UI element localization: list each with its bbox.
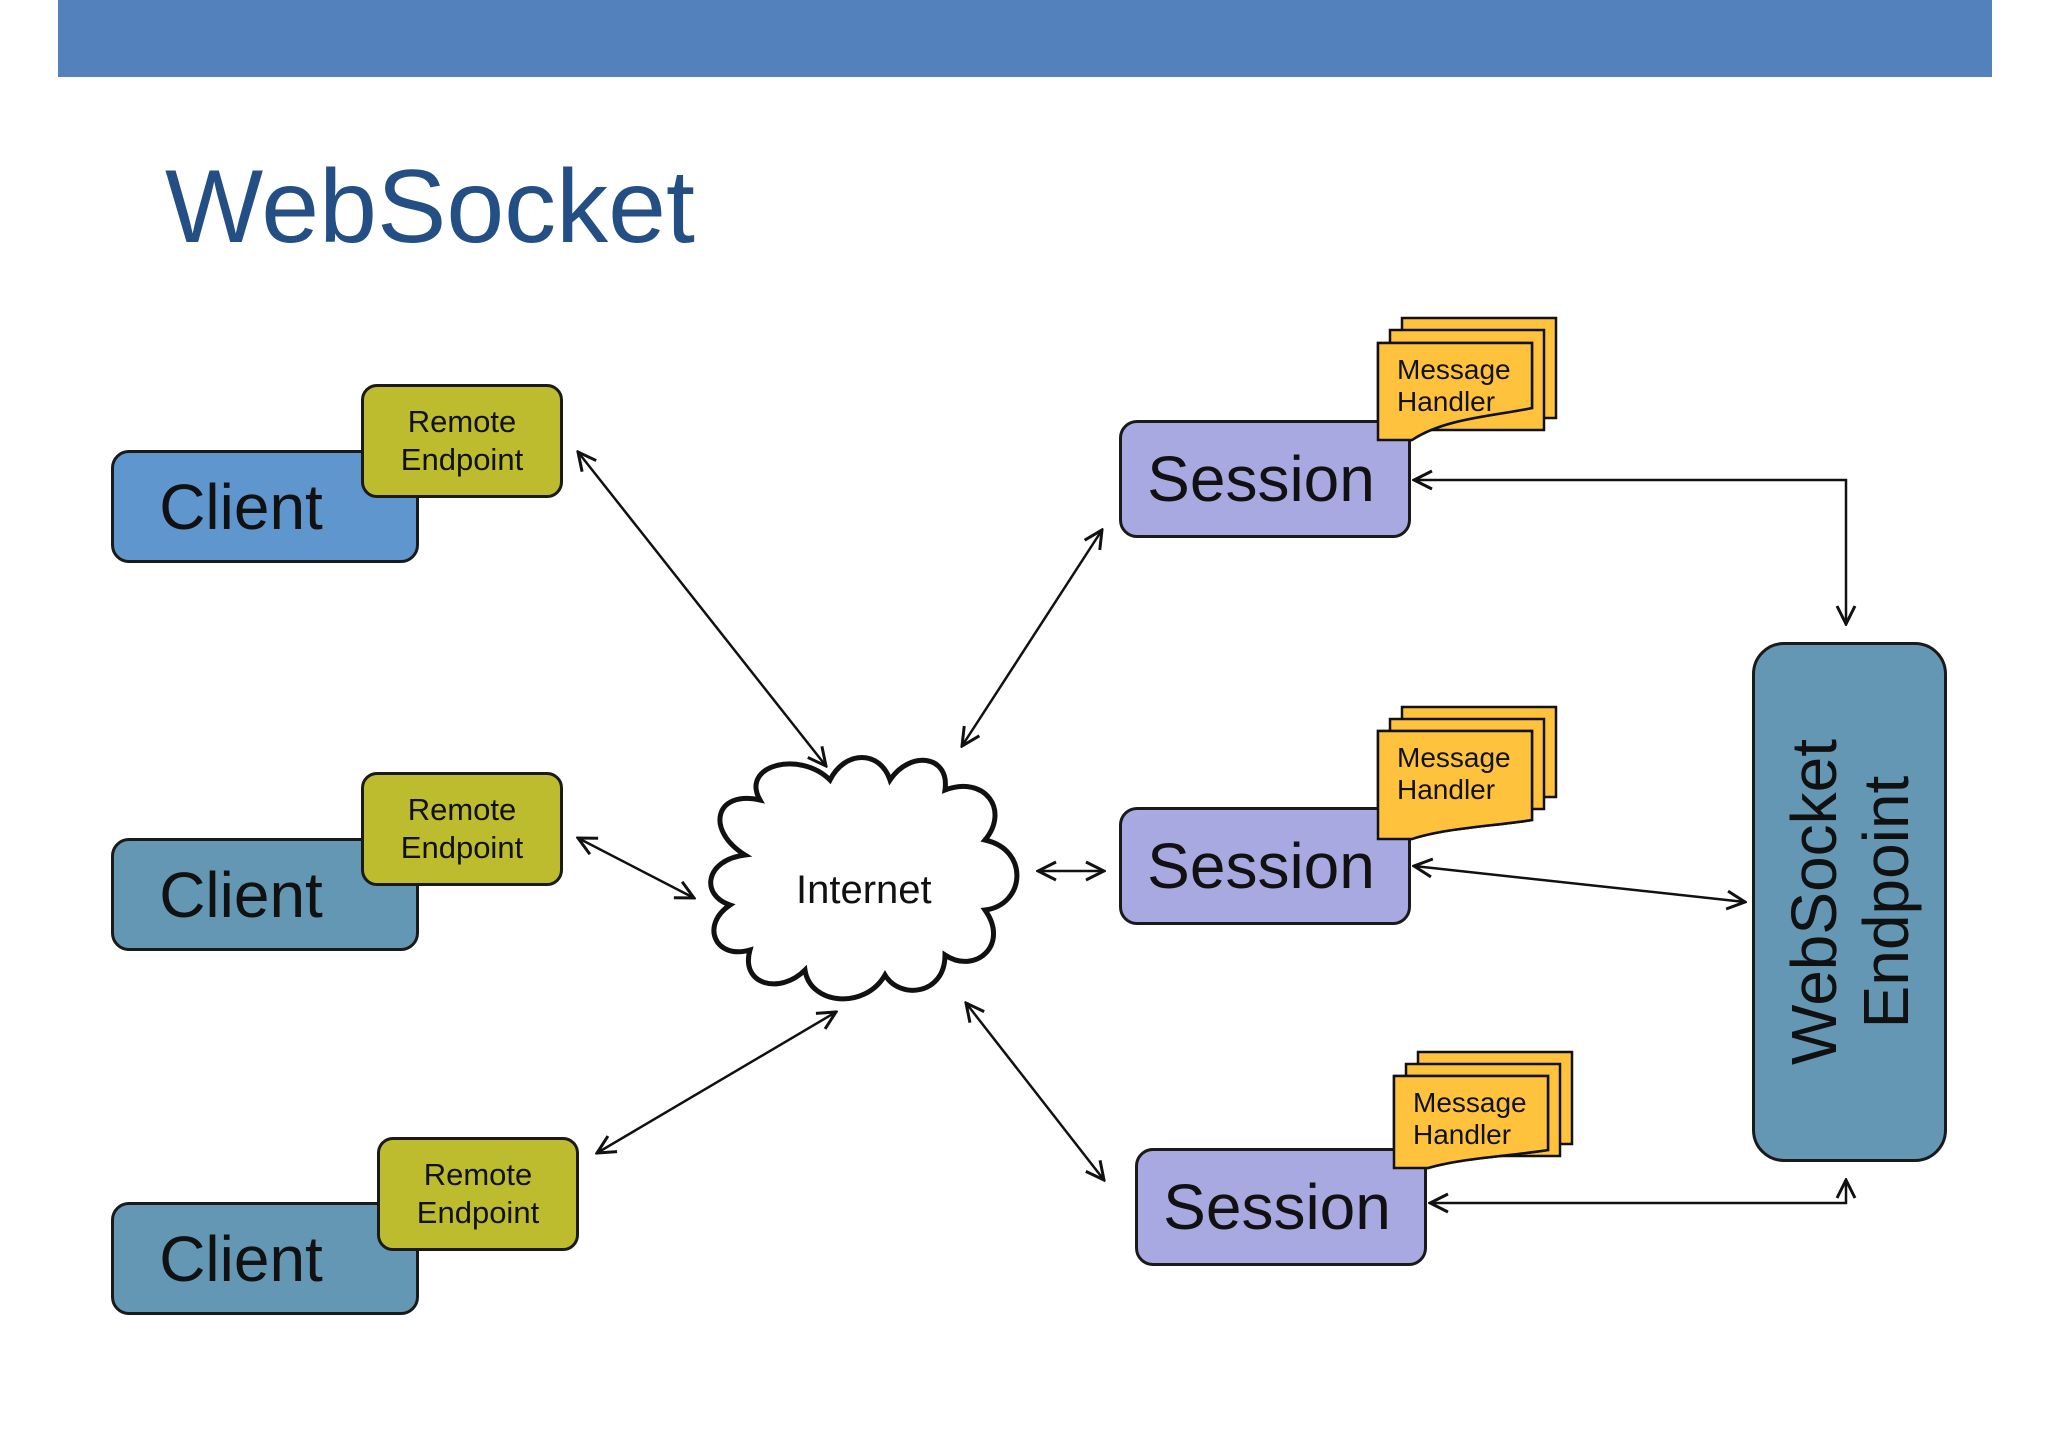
slide-title: WebSocket [165,149,695,265]
client-label: Client [159,470,323,543]
arrow-client1-internet [578,452,826,766]
client-3: Client [111,1202,419,1315]
handler-label-line: Handler [1397,774,1496,805]
message-handler-1-label: Message Handler [1397,354,1511,418]
handler-label-line: Message [1397,354,1511,385]
remote-endpoint-label-line: Endpoint [400,830,524,865]
remote-endpoint-label-line: Remote [407,792,517,827]
handler-label-line: Handler [1413,1119,1512,1150]
remote-endpoint-label-line: Remote [423,1157,533,1192]
header-bar [58,0,1992,77]
message-handler-2-label: Message Handler [1397,742,1511,806]
session-3: Session [1135,1148,1427,1266]
connector-session2-endpoint [1414,866,1745,902]
internet-label: Internet [796,868,932,912]
internet-cloud [708,755,1020,1002]
session-label: Session [1163,1171,1391,1243]
handler-label-line: Handler [1397,386,1496,417]
arrow-client2-internet [578,838,694,898]
arrow-internet-session1 [962,530,1102,746]
websocket-endpoint: WebSocket Endpoint [1752,642,1947,1162]
message-handler-3-label: Message Handler [1413,1087,1527,1151]
remote-endpoint-3: Remote Endpoint [377,1137,579,1251]
handler-label-line: Message [1413,1087,1527,1118]
message-handler-2-front [1376,729,1534,841]
remote-endpoint-label-line: Remote [407,404,517,439]
client-label: Client [159,858,323,931]
session-2: Session [1119,807,1411,925]
handler-label-line: Message [1397,742,1511,773]
connector-session1-endpoint [1414,480,1846,624]
remote-endpoint-label-line: Endpoint [400,442,524,477]
session-label: Session [1147,443,1375,515]
client-2: Client [111,838,419,951]
remote-endpoint-1: Remote Endpoint [361,384,563,498]
connector-session3-endpoint [1430,1180,1846,1203]
session-label: Session [1147,830,1375,902]
session-1: Session [1119,420,1411,538]
arrow-client3-internet [597,1012,836,1153]
arrow-internet-session3 [966,1003,1104,1180]
client-label: Client [159,1222,323,1295]
message-handler-3-front [1392,1074,1550,1170]
message-handler-1-front [1376,341,1534,442]
remote-endpoint-label-line: Endpoint [416,1195,540,1230]
remote-endpoint-2: Remote Endpoint [361,772,563,886]
